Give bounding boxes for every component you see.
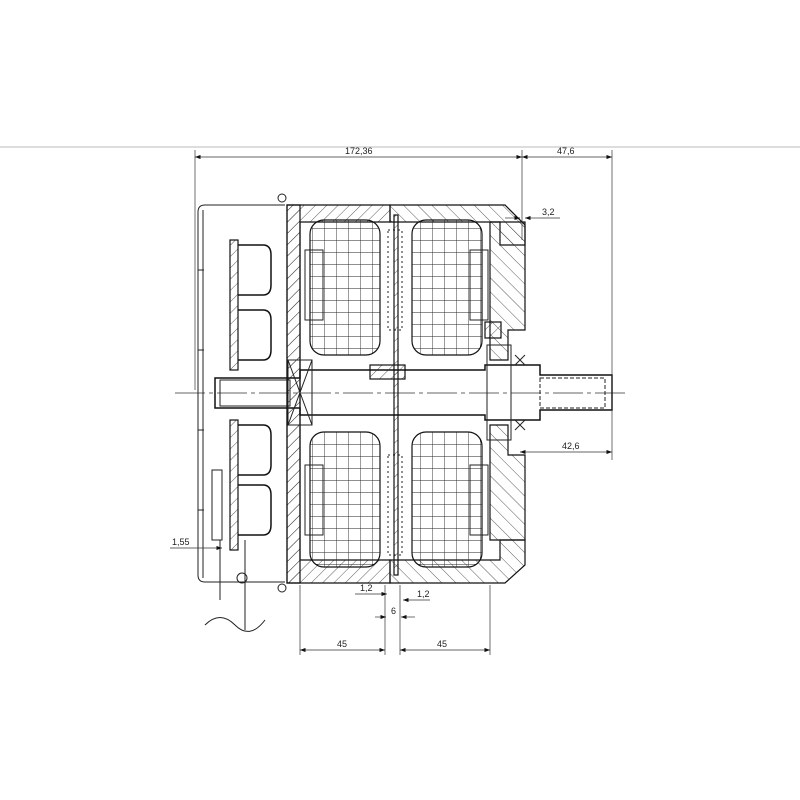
fan-assembly: [204, 193, 291, 632]
dimension-lines: [170, 154, 612, 653]
shaft: [214, 364, 613, 421]
dim-shaft-length: 42,6: [562, 441, 580, 451]
dim-flange-offset: 3,2: [542, 207, 555, 217]
dim-shaft-extension: 47,6: [557, 146, 575, 156]
extension-lines: [194, 150, 613, 655]
stator-coils: [304, 219, 489, 568]
dim-stator-left: 45: [337, 639, 347, 649]
housing-left: [286, 204, 391, 584]
dim-stator-right: 45: [437, 639, 447, 649]
dim-gap-right: 1,2: [417, 589, 430, 599]
bearings: [287, 321, 526, 441]
dim-overall-length: 172,36: [345, 146, 373, 156]
dim-gap-left: 1,2: [360, 583, 373, 593]
rotor-disc: [387, 214, 403, 576]
dim-fan-gap: 1,55: [172, 537, 190, 547]
dim-disc-thickness: 6: [391, 606, 396, 616]
fan-cover: [197, 204, 285, 583]
